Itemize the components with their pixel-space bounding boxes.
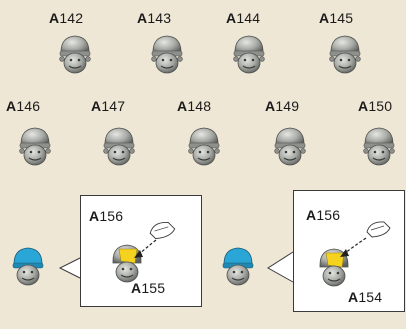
parts-sheet: A142 A143 A144 A145 A146 A147 A148 A149 … [0, 0, 406, 329]
callout-connectors [0, 0, 406, 329]
